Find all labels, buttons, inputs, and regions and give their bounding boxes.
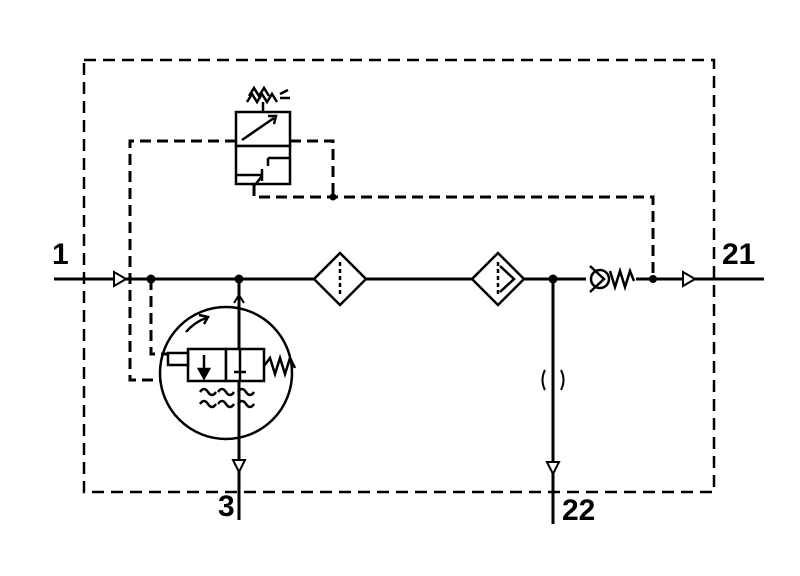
port-21-label: 21 [722,238,756,271]
check-valve-icon [589,265,636,293]
pressure-relief-valve-icon [158,305,297,441]
pilot-lines [128,139,655,382]
port-22-label: 22 [562,494,596,527]
junction-dots [146,174,657,284]
branch-arrow-icon [545,461,561,477]
port-3-label: 3 [218,490,235,523]
inlet-flow-arrow-icon [113,270,128,288]
exhaust-up-arrow-icon [233,293,245,304]
outlet-flow-arrow-icon [682,270,697,288]
throttle-icon [541,369,565,391]
filter-separator-icon [470,251,526,307]
pilot-solenoid-valve-icon [234,85,292,186]
filter-icon [312,251,368,307]
enclosure-boundary [82,58,716,494]
port-1-label: 1 [52,238,69,271]
exhaust-arrow-icon [231,459,247,475]
